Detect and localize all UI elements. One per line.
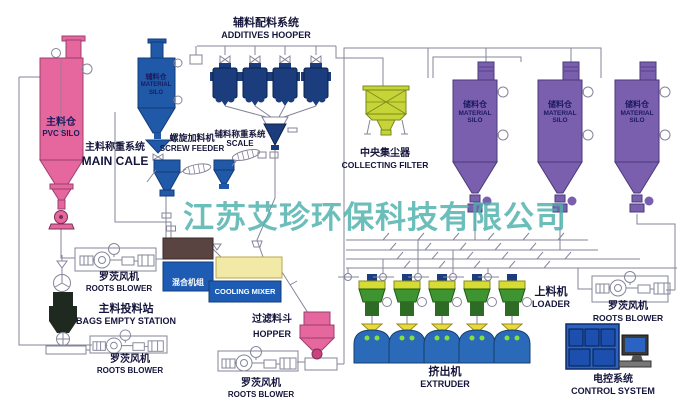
- roots-blower-1-label: 罗茨风机 ROOTS BLOWER: [85, 272, 153, 293]
- roots-blower-3-label: 罗茨风机 ROOTS BLOWER: [592, 301, 664, 323]
- filter-hopper: [298, 311, 336, 360]
- mixer-unit-box: [162, 261, 214, 292]
- collecting-filter-zh: 中央集尘器: [359, 148, 410, 159]
- collecting-filter-en: COLLECTING FILTER: [341, 160, 429, 170]
- additive-hopper-2: [239, 45, 271, 107]
- roots-blower-2-label: 罗茨风机 ROOTS BLOWER: [227, 378, 295, 399]
- computer-monitor: [618, 334, 652, 368]
- roots-blower-4: [92, 329, 164, 354]
- aux-scale-en: SCALE: [226, 139, 254, 149]
- main-scale-zh: 主料称重系统: [84, 142, 145, 153]
- extruder-1: [337, 269, 392, 364]
- additive-hoppers: [209, 45, 332, 107]
- bags-empty-station: [45, 255, 87, 355]
- storage-silo-2: [537, 61, 594, 213]
- additives-hooper-zh: 辅料配料系统: [232, 17, 299, 29]
- pvc-silo-en: PVC SILO: [42, 129, 80, 138]
- additive-hopper-3: [269, 45, 301, 107]
- aux-material-silo: [137, 38, 183, 161]
- screw-feeder-hopper-b: [213, 148, 261, 189]
- control-cabinet: [565, 323, 620, 370]
- storage-silo-3-label: 储料仓 MATERIAL SILO: [620, 100, 654, 125]
- additives-hooper-en: ADDITIVES HOOPER: [221, 30, 311, 41]
- main-scale-label: 主料称重系统 MAIN CALE: [82, 142, 149, 168]
- roots-blower-3: [595, 271, 671, 297]
- additive-hopper-1: [209, 45, 241, 107]
- aux-scale-label: 辅料称重系统 SCALE: [214, 129, 265, 149]
- screw-feeder-zh: 螺旋加料机: [169, 133, 215, 143]
- storage-silo-1-label: 储料仓 MATERIAL SILO: [458, 100, 492, 125]
- mixer-unit-label: 混合机组: [172, 278, 204, 287]
- roots-blower-4-label: 罗茨风机 ROOTS BLOWER: [96, 354, 164, 375]
- extruder-label: 挤出机 EXTRUDER: [420, 366, 470, 390]
- pvc-silo: [39, 35, 93, 230]
- collecting-filter-label: 中央集尘器 COLLECTING FILTER: [342, 148, 429, 170]
- cooling-mixer-top: [215, 256, 283, 279]
- storage-silo-2-label: 储料仓 MATERIAL SILO: [543, 100, 577, 125]
- storage-silo-1: [452, 61, 509, 213]
- screw-feeder-en: SCREW FEEDER: [159, 143, 225, 153]
- aux-scale-zh: 辅料称重系统: [214, 129, 266, 139]
- mixer-block: [162, 237, 283, 303]
- bags-empty-station-label: 主料投料站 BAGS EMPTY STATION: [75, 303, 177, 327]
- roots-blower-2: [221, 346, 297, 372]
- pvc-silo-label: 主料仓 PVC SILO: [42, 117, 79, 139]
- additive-scale-funnel: [257, 116, 298, 159]
- main-scale-en: MAIN CALE: [81, 154, 149, 168]
- roots-blower-3-loop: [591, 275, 669, 303]
- storage-silo-3: [614, 61, 671, 213]
- additives-hooper-label: 辅料配料系统 ADDITIVES HOOPER: [221, 17, 311, 41]
- screw-feeder-label: 螺旋加料机 SCREW FEEDER: [160, 133, 224, 153]
- additive-hopper-4: [300, 45, 332, 107]
- cooling-mixer-label: COOLING MIXER: [214, 287, 276, 296]
- filter-hopper-label: 过滤料斗 HOPPER: [252, 314, 292, 339]
- collecting-filter: [362, 85, 410, 136]
- aux-silo-zh: 辅料仓: [145, 74, 167, 81]
- loader-label: 上料机 LOADER: [532, 286, 570, 310]
- aux-silo-en2: SILO: [148, 89, 163, 96]
- aux-silo-label: 辅料仓 MATERIAL SILO: [141, 74, 172, 97]
- control-system-label: 电控系统 CONTROL SYSTEM: [571, 374, 655, 396]
- aux-silo-en1: MATERIAL: [140, 82, 172, 89]
- hot-mixer-box: [162, 237, 214, 260]
- screw-feeder-hopper-a: [146, 159, 212, 197]
- roots-blower-1: [79, 243, 155, 269]
- pvc-silo-zh: 主料仓: [46, 117, 76, 128]
- cooling-mixer-box: [208, 280, 282, 303]
